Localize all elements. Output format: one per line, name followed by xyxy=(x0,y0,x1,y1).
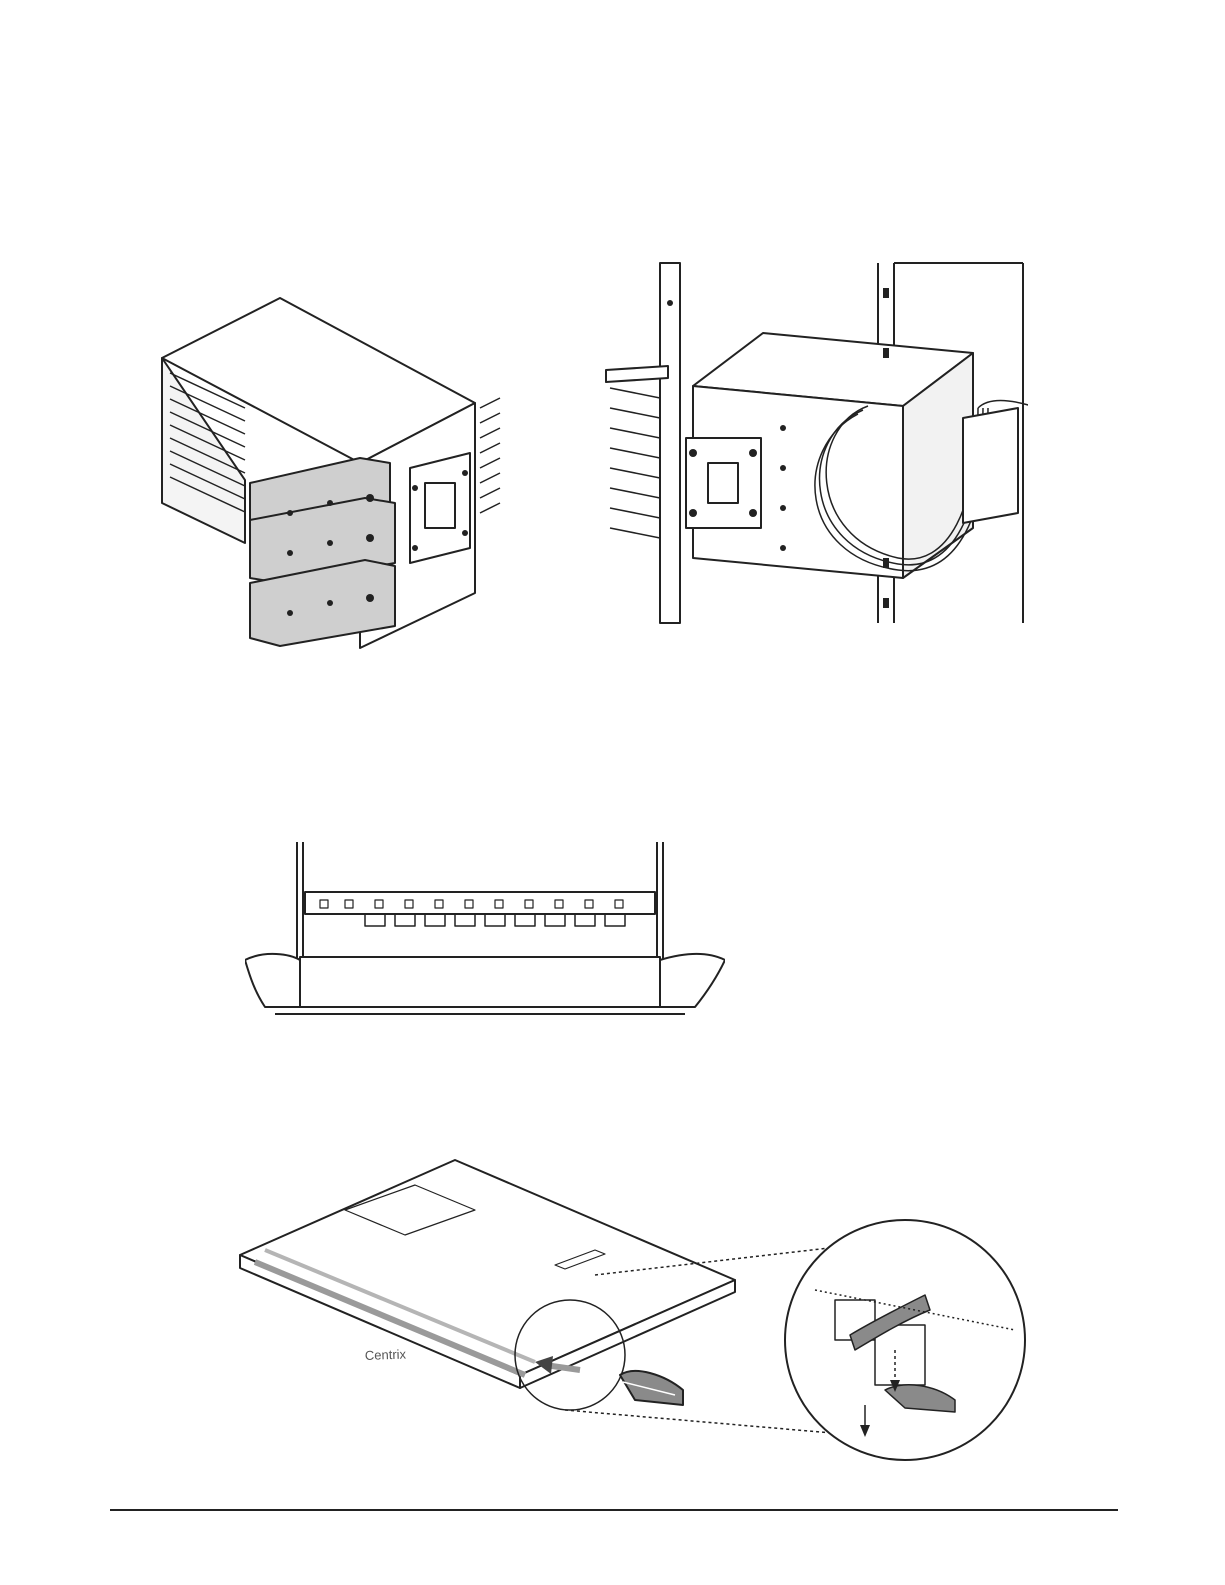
panel-clip-install-icon: Centrix xyxy=(235,1150,1030,1495)
panel-front-view-icon xyxy=(245,842,725,1020)
cabinet-mounted-in-rack-icon xyxy=(598,258,1028,630)
panel-brand-label: Centrix xyxy=(365,1347,407,1363)
figure-cabinet-rack-mounted xyxy=(598,258,1028,630)
figure-cabinet-brackets xyxy=(150,258,550,658)
footer-rule xyxy=(110,1509,1118,1511)
figure-panel-front-view xyxy=(245,842,725,1020)
figure-panel-clip-install: Centrix xyxy=(235,1150,1030,1495)
cabinet-with-mounting-brackets-icon xyxy=(150,258,550,658)
